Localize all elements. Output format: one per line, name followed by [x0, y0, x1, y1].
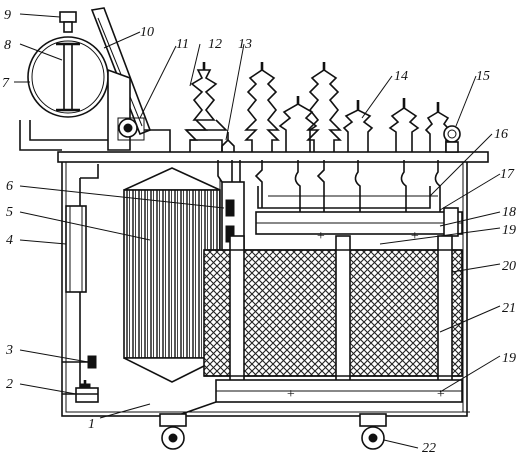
label-3: 3: [5, 343, 13, 358]
label-19-bottom: 19: [502, 351, 516, 366]
label-2: 2: [6, 377, 13, 392]
label-19-top: 19: [502, 223, 516, 238]
label-9: 9: [4, 8, 11, 23]
lv-bushings: [278, 96, 452, 152]
conservator: [19, 11, 111, 151]
label-11: 11: [176, 37, 189, 52]
valve-3: [62, 355, 97, 369]
label-18: 18: [502, 205, 516, 220]
label-13: 13: [238, 37, 252, 52]
label-14: 14: [394, 69, 408, 84]
gas-relay-pipe: [90, 7, 171, 152]
callout-labels: 9 8 7 10 11 12 13 14 15 16 17 18 19 20 2…: [2, 8, 516, 456]
label-12: 12: [208, 37, 222, 52]
plus-mark: +: [286, 387, 295, 402]
thermometer-pocket: [221, 132, 235, 152]
wheels: [159, 413, 387, 450]
label-5: 5: [6, 205, 13, 220]
lifting-eye: [443, 125, 461, 153]
plus-mark: +: [316, 229, 325, 244]
label-10: 10: [140, 25, 154, 40]
label-1: 1: [88, 417, 95, 432]
label-16: 16: [494, 127, 508, 142]
leader-lines: [14, 13, 501, 449]
label-15: 15: [476, 69, 490, 84]
hv-bushings: [184, 62, 342, 152]
label-8: 8: [4, 38, 11, 53]
label-4: 4: [6, 233, 13, 248]
label-20: 20: [502, 259, 516, 274]
label-21: 21: [502, 301, 516, 316]
breather-plug-icon: [59, 11, 77, 23]
active-part: [175, 160, 463, 417]
plus-mark: +: [410, 229, 419, 244]
label-6: 6: [6, 179, 13, 194]
plus-mark: +: [436, 387, 445, 402]
label-22: 22: [422, 441, 436, 456]
label-17: 17: [500, 167, 515, 182]
drain-valve: [62, 380, 99, 403]
label-7: 7: [2, 76, 10, 91]
